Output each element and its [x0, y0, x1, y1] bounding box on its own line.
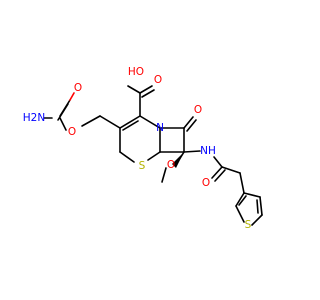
bond	[122, 120, 139, 131]
bond	[119, 151, 135, 163]
bond	[59, 117, 67, 131]
bond	[81, 115, 101, 127]
bond	[259, 196, 263, 216]
bond	[183, 116, 194, 129]
bond	[186, 119, 197, 132]
atom-labels: HO O H2N O O N O S O NH O S	[23, 66, 252, 231]
bond	[147, 151, 161, 161]
bond	[139, 115, 161, 129]
stereo-wedge	[172, 152, 184, 168]
methoxy-o-label: O	[167, 159, 175, 171]
bond	[119, 115, 141, 129]
bonds	[43, 85, 263, 226]
bond	[139, 85, 153, 94]
ring-sulfur-label: S	[139, 160, 146, 172]
lactam-o-label: O	[194, 104, 202, 116]
bond	[141, 89, 155, 98]
bond	[256, 199, 259, 214]
amide-nh-label: NH	[200, 145, 216, 157]
bond	[211, 166, 223, 179]
bond	[213, 156, 223, 168]
molecule-structure: HO O H2N O O N O S O NH O S	[23, 66, 263, 231]
carbamate-double-o-label: O	[74, 82, 82, 94]
bond	[99, 115, 121, 129]
amide-o-label: O	[202, 177, 210, 189]
bond	[161, 167, 167, 183]
bond	[183, 150, 201, 153]
bond	[243, 192, 261, 198]
bond	[69, 92, 75, 101]
bond	[214, 169, 226, 182]
bond	[235, 192, 245, 207]
ring-nitrogen-label: N	[156, 122, 164, 134]
thiophene-sulfur-label: S	[245, 219, 252, 231]
carbamate-ester-o-label: O	[68, 126, 76, 138]
bond	[239, 172, 245, 194]
carboxyl-o-label: O	[154, 74, 162, 86]
carboxyl-oh-label: HO	[128, 66, 144, 78]
bond	[238, 195, 247, 206]
bond	[235, 205, 245, 223]
bond	[251, 214, 263, 226]
bond	[221, 166, 241, 174]
bond	[127, 85, 141, 94]
carbamate-nh2-label: H2N	[23, 112, 45, 124]
